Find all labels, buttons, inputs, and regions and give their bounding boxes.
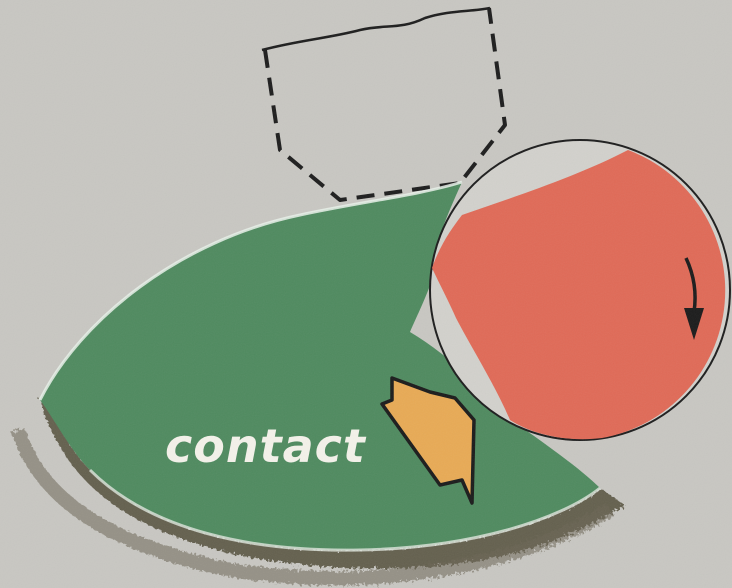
contact-diagram: contact: [0, 0, 732, 588]
paper-grain: [0, 0, 732, 588]
diagram-canvas: contact: [0, 0, 732, 588]
